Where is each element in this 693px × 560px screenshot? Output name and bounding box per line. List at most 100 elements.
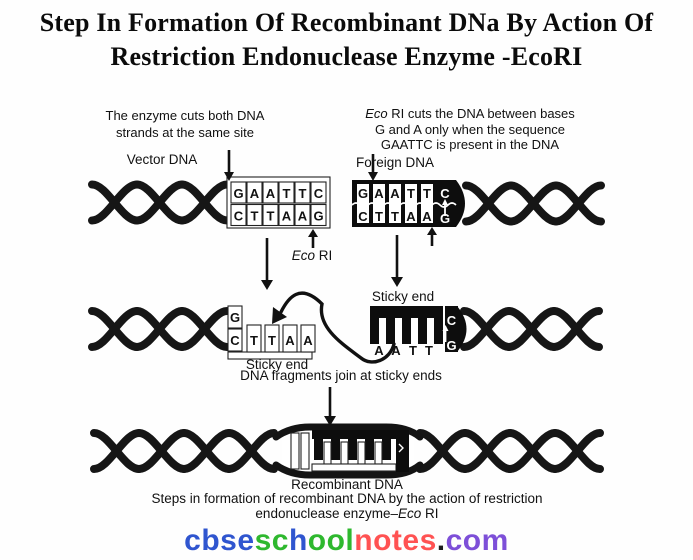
right-note-line-3: GAATTC is present in the DNA xyxy=(381,137,560,152)
ecori-rest: RI xyxy=(315,248,332,263)
base: C xyxy=(358,209,368,224)
base: C xyxy=(314,186,324,201)
vector-top-bases: G A A T T C xyxy=(233,186,323,201)
recombinant-dna-diagram: The enzyme cuts both DNA strands at the … xyxy=(0,106,693,521)
right-note-eco: Eco xyxy=(365,106,387,121)
base-c: C xyxy=(440,186,450,201)
left-note-line-2: strands at the same site xyxy=(116,125,254,140)
base: T xyxy=(251,209,259,224)
base: A xyxy=(406,209,416,224)
base: A xyxy=(266,186,276,201)
watermark-run: . xyxy=(436,524,446,557)
base: T xyxy=(409,343,417,358)
foreign-dna-box: G A A T T C T T A A C G xyxy=(351,180,465,227)
down-arrow-join xyxy=(324,387,336,426)
base-g: G xyxy=(446,338,456,353)
base: T xyxy=(267,209,275,224)
down-arrow-left xyxy=(261,238,273,290)
base: T xyxy=(268,333,276,348)
base-g: G xyxy=(440,211,450,226)
watermark-run: notes xyxy=(354,524,437,557)
recombinant-dna-label: Recombinant DNA xyxy=(291,477,403,492)
base: A xyxy=(374,343,384,358)
helix-row1-left xyxy=(92,185,227,221)
site-watermark: cbseschoolnotes.com xyxy=(0,524,693,558)
ecori-label: Eco RI xyxy=(292,248,333,263)
helix-row1-right xyxy=(466,186,601,222)
down-arrow-right xyxy=(391,235,403,287)
watermark-run: h xyxy=(288,524,308,557)
base: A xyxy=(374,186,384,201)
watermark-run: ool xyxy=(307,524,355,557)
caption-pre: endonuclease enzyme– xyxy=(255,506,398,521)
caption-line-2: endonuclease enzyme–Eco RI xyxy=(255,506,438,521)
caption-ri: RI xyxy=(421,506,438,521)
title-line-1: Step In Formation Of Recombinant DNa By … xyxy=(39,8,654,37)
base: A xyxy=(298,209,308,224)
helix-row3-left xyxy=(94,433,274,469)
base-c: C xyxy=(230,333,240,348)
foreign-top-bases: G A A T T xyxy=(358,186,431,201)
base: T xyxy=(407,186,415,201)
sticky-end-left-label: Sticky end xyxy=(246,357,308,372)
vector-dna-box: G A A T T C C T T A A G xyxy=(226,176,331,229)
right-note-rest: RI cuts the DNA between bases xyxy=(388,106,576,121)
ecori-italic: Eco xyxy=(292,248,316,263)
base: T xyxy=(425,343,433,358)
foreign-bottom-bases: C T T A A xyxy=(358,209,432,224)
vector-grid xyxy=(230,181,327,227)
base: T xyxy=(375,209,383,224)
join-label: DNA fragments join at sticky ends xyxy=(240,368,442,383)
joined-black-teeth xyxy=(314,430,391,460)
base: T xyxy=(391,209,399,224)
base: A xyxy=(391,343,401,358)
foreign-dna-label: Foreign DNA xyxy=(356,155,434,170)
curved-join-arrow xyxy=(272,291,396,364)
cut-site-arrow-foreign-bottom xyxy=(427,227,437,246)
base: T xyxy=(299,186,307,201)
page-title: Step In Formation Of Recombinant DNa By … xyxy=(0,6,693,74)
base: C xyxy=(234,209,244,224)
base-c: C xyxy=(447,313,457,328)
cut-site-arrow-vector-bottom xyxy=(308,229,318,248)
foreign-box-wedge xyxy=(456,180,465,227)
right-note-line-2: G and A only when the sequence xyxy=(375,122,565,137)
base: A xyxy=(303,333,313,348)
sticky-end-right-label: Sticky end xyxy=(372,289,434,304)
watermark-run: sc xyxy=(254,524,289,557)
base: G xyxy=(233,186,243,201)
base: T xyxy=(250,333,258,348)
helix-row2-left xyxy=(92,311,227,347)
title-line-2: Restriction Endonuclease Enzyme -EcoRI xyxy=(110,42,583,71)
caption-line-1: Steps in formation of recombinant DNA by… xyxy=(152,491,543,506)
vector-fragment-sticky-end: G C T T A A xyxy=(227,305,316,360)
white-up-arrow-icon xyxy=(442,325,449,342)
watermark-run: com xyxy=(445,524,509,557)
cut-wavy-line xyxy=(351,202,457,208)
watermark-run: cbse xyxy=(184,524,255,557)
base: T xyxy=(283,186,291,201)
right-note-line-1: Eco RI cuts the DNA between bases xyxy=(365,106,575,121)
base-g: G xyxy=(230,310,240,325)
vector-bottom-bases: C T T A A G xyxy=(234,209,324,224)
foreign-bars xyxy=(357,184,433,223)
helix-row2-right xyxy=(464,311,599,347)
recombinant-segment xyxy=(272,423,424,479)
base: A xyxy=(250,186,260,201)
vector-dna-label: Vector DNA xyxy=(127,152,198,167)
base: T xyxy=(423,186,431,201)
base: A xyxy=(390,186,400,201)
base: G xyxy=(313,209,323,224)
foreign-fragment-sticky-end: A A T T C G xyxy=(370,306,467,358)
fragment-wedge xyxy=(457,306,467,352)
base: A xyxy=(285,333,295,348)
base: G xyxy=(358,186,368,201)
cut-site-arrow-foreign-top xyxy=(368,154,378,181)
cut-site-arrow-vector-top xyxy=(224,150,234,181)
joint-wavy-mark xyxy=(398,443,404,453)
base: A xyxy=(422,209,432,224)
helix-row3-right xyxy=(420,433,600,469)
joined-white-teeth xyxy=(323,441,383,465)
base: A xyxy=(282,209,292,224)
